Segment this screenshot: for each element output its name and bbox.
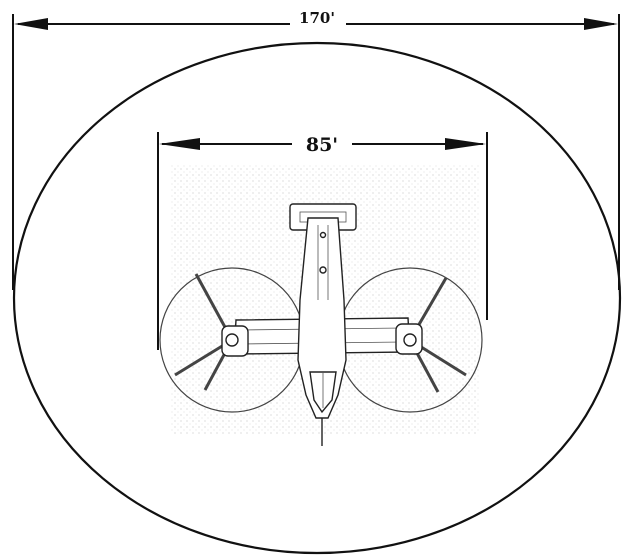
inner-dimension-line: [159, 138, 486, 150]
outer-dimension-line: [14, 18, 618, 30]
outer-arrow-left: [14, 18, 48, 30]
clearance-circle: [12, 41, 622, 555]
rotor-span-label: 85': [293, 134, 351, 157]
overall-diameter-label: 170': [290, 9, 344, 28]
outer-arrow-right: [584, 18, 618, 30]
inner-arrow-left: [159, 138, 200, 150]
tiltrotor-aircraft: [159, 203, 483, 446]
fuselage: [297, 217, 347, 419]
inner-arrow-right: [445, 138, 486, 150]
